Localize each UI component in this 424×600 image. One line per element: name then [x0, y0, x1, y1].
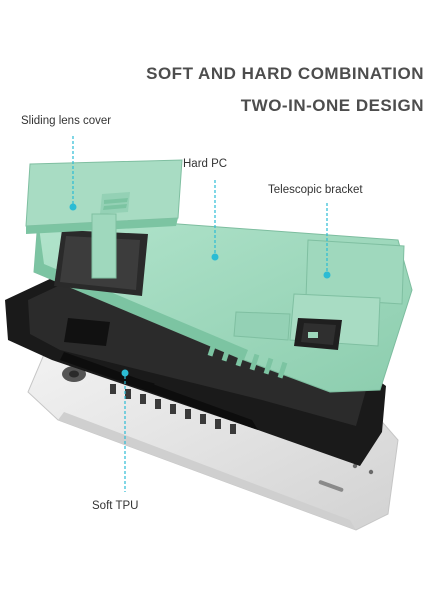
- phone-camera-icon: [62, 366, 86, 382]
- bracket-slot-icon: [294, 318, 342, 350]
- phone-port-icon: [318, 463, 374, 492]
- leader-dot-lens: [69, 203, 77, 211]
- leader-dot-bracket: [323, 271, 331, 279]
- label-soft-tpu: Soft TPU: [92, 500, 139, 512]
- leader-dots: [69, 203, 331, 377]
- label-hard-pc: Hard PC: [183, 158, 228, 170]
- leader-lines: [72, 136, 328, 492]
- sliding-lens-cover: [25, 159, 183, 279]
- leader-dot-pc: [211, 253, 219, 261]
- label-sliding-lens-cover: Sliding lens cover: [21, 115, 112, 127]
- headline-line-2: TWO-IN-ONE DESIGN: [240, 96, 424, 115]
- leader-dot-tpu: [121, 369, 129, 377]
- label-telescopic-bracket: Telescopic bracket: [268, 184, 363, 196]
- headline-line-1: SOFT AND HARD COMBINATION: [146, 64, 424, 83]
- telescopic-bracket: [233, 239, 405, 350]
- pc-rail-grip-icon: [207, 339, 288, 379]
- tpu-button-grip-icon: [110, 384, 236, 434]
